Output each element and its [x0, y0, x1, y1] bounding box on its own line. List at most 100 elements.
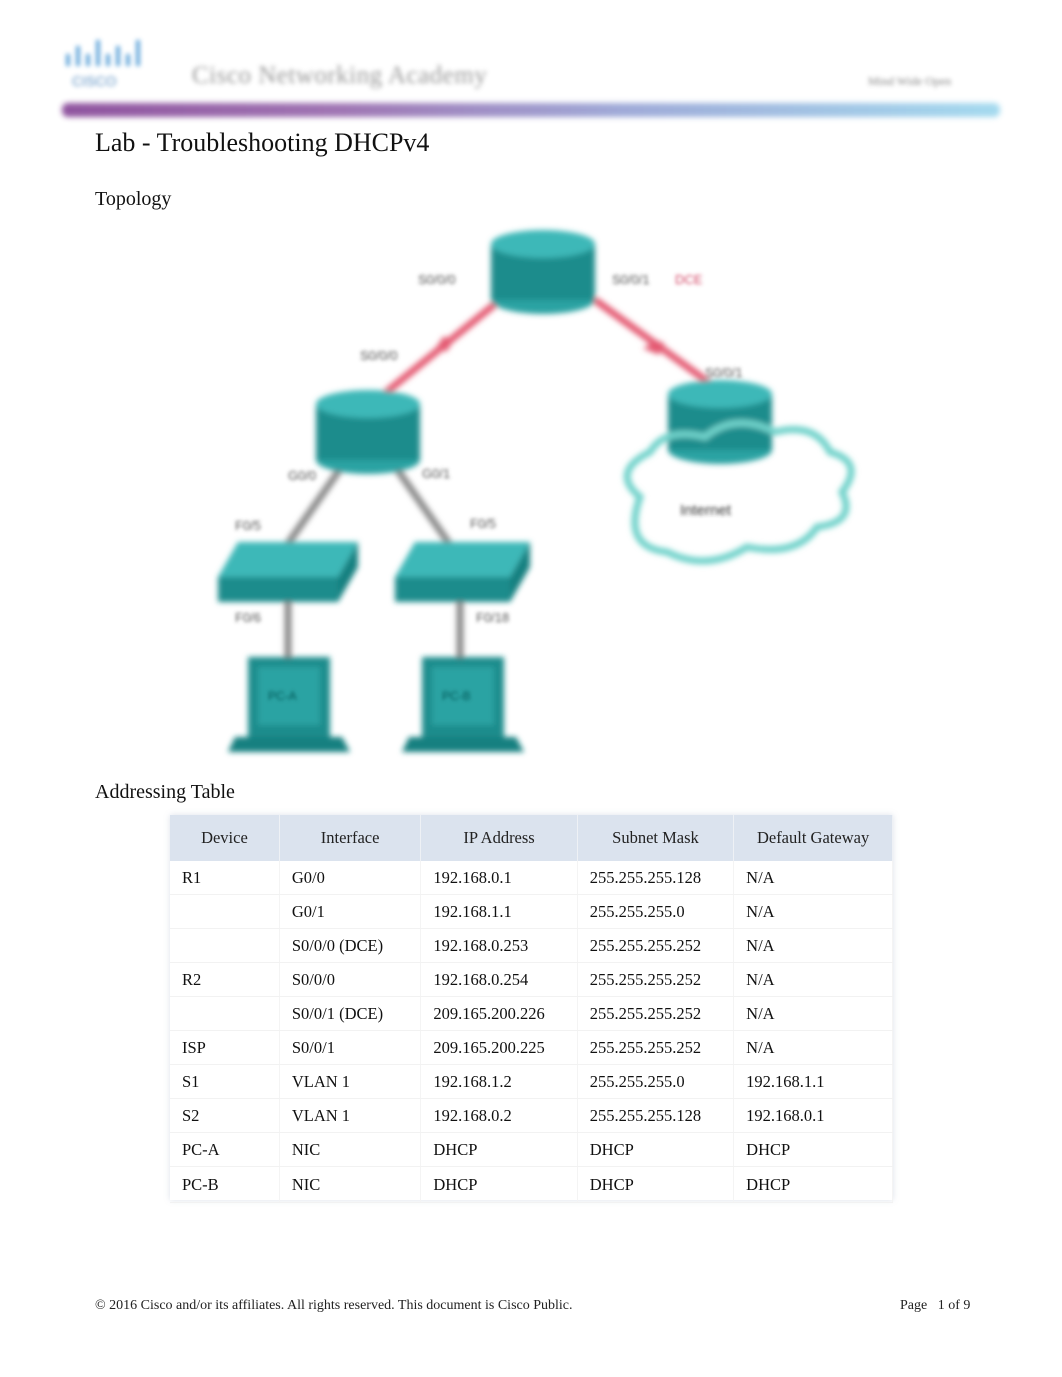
label-s2-f018: F0/18 [476, 610, 509, 625]
cell-subnet-mask: 255.255.255.0 [577, 1064, 735, 1099]
cell-default-gateway: 192.168.0.1 [733, 1098, 893, 1133]
label-s1-f05: F0/5 [235, 518, 261, 533]
cell-subnet-mask: 255.255.255.128 [577, 1098, 735, 1133]
footer-copyright: © 2016 Cisco and/or its affiliates. All … [95, 1298, 573, 1313]
cell-interface: NIC [279, 1132, 422, 1167]
cell-subnet-mask: 255.255.255.252 [577, 1030, 735, 1065]
cell-interface: G0/0 [279, 861, 422, 895]
cell-default-gateway: N/A [733, 894, 893, 929]
footer-page-number: Page 1 of 9 [900, 1298, 971, 1313]
cell-interface: G0/1 [279, 894, 422, 929]
topology-diagram: S0/0/0 S0/0/1 DCE S0/0/0 S0/0/1 G0/0 G0/… [218, 230, 855, 752]
cell-subnet-mask: 255.255.255.252 [577, 928, 735, 963]
cell-ip-address: DHCP [420, 1166, 578, 1203]
table-row: R2 S0/0/0 192.168.0.254 255.255.255.252 … [170, 962, 893, 997]
cell-ip-address: 209.165.200.226 [420, 996, 578, 1031]
table-header-row: Device Interface IP Address Subnet Mask … [170, 815, 893, 861]
internet-cloud-icon [623, 419, 855, 565]
cell-ip-address: 192.168.1.2 [420, 1064, 578, 1099]
label-isp-s001: S0/0/1 [705, 365, 743, 380]
switch-s2-icon [395, 542, 530, 602]
cell-default-gateway: DHCP [733, 1166, 893, 1203]
addressing-table: Device Interface IP Address Subnet Mask … [170, 815, 893, 1203]
label-s1-f06: F0/6 [235, 610, 261, 625]
cell-subnet-mask: 255.255.255.0 [577, 894, 735, 929]
table-row: S0/0/1 (DCE) 209.165.200.226 255.255.255… [170, 996, 893, 1031]
cell-ip-address: 192.168.0.253 [420, 928, 578, 963]
label-r2-s001-dce: DCE [675, 272, 703, 287]
cell-default-gateway: 192.168.1.1 [733, 1064, 893, 1099]
topology-heading: Topology [95, 188, 172, 210]
cell-device: PC-B [170, 1166, 280, 1203]
serial-link-r1-r2 [365, 297, 503, 410]
cell-default-gateway: N/A [733, 962, 893, 997]
brand-text: Cisco Networking Academy [192, 62, 488, 89]
router-isp-icon [668, 380, 772, 464]
cisco-logo-icon: CISCO [66, 40, 140, 89]
cell-subnet-mask: DHCP [577, 1166, 735, 1203]
column-header-default-gateway: Default Gateway [733, 815, 893, 861]
router-r1-icon [316, 390, 420, 474]
cell-device: R2 [170, 962, 280, 997]
cell-interface: VLAN 1 [279, 1098, 422, 1133]
cell-default-gateway: N/A [733, 928, 893, 963]
table-row: ISP S0/0/1 209.165.200.225 255.255.255.2… [170, 1030, 893, 1065]
table-row: PC-B NIC DHCP DHCP DHCP [170, 1166, 893, 1203]
label-s2-f05: F0/5 [470, 516, 496, 531]
table-row: S1 VLAN 1 192.168.1.2 255.255.255.0 192.… [170, 1064, 893, 1099]
tagline-text: Mind Wide Open [868, 74, 952, 88]
cell-interface: NIC [279, 1166, 422, 1203]
ethernet-link-r1-s1 [279, 459, 348, 555]
cell-interface: S0/0/1 (DCE) [279, 996, 422, 1031]
page-header: CISCO Cisco Networking Academy Mind Wide… [0, 0, 1062, 125]
table-row: PC-A NIC DHCP DHCP DHCP [170, 1132, 893, 1167]
cell-device [170, 996, 280, 1031]
page-title: Lab - Troubleshooting DHCPv4 [95, 128, 430, 157]
cell-subnet-mask: 255.255.255.128 [577, 861, 735, 895]
cell-default-gateway: N/A [733, 1030, 893, 1065]
label-r2-s000: S0/0/0 [418, 272, 456, 287]
router-r2-icon [491, 230, 595, 314]
svg-text:CISCO: CISCO [72, 73, 116, 89]
switch-s1-icon [218, 542, 358, 602]
cell-interface: S0/0/0 [279, 962, 422, 997]
column-header-subnet-mask: Subnet Mask [577, 815, 735, 861]
cell-ip-address: 192.168.0.254 [420, 962, 578, 997]
cell-interface: VLAN 1 [279, 1064, 422, 1099]
table-row: S2 VLAN 1 192.168.0.2 255.255.255.128 19… [170, 1098, 893, 1133]
cell-subnet-mask: 255.255.255.252 [577, 996, 735, 1031]
cell-ip-address: 209.165.200.225 [420, 1030, 578, 1065]
pc-a-icon [228, 657, 350, 752]
label-r2-s001: S0/0/1 [612, 272, 650, 287]
cell-interface: S0/0/1 [279, 1030, 422, 1065]
cell-default-gateway: DHCP [733, 1132, 893, 1167]
column-header-ip-address: IP Address [420, 815, 578, 861]
cell-device [170, 894, 280, 929]
cell-ip-address: 192.168.0.1 [420, 861, 578, 895]
cell-default-gateway: N/A [733, 996, 893, 1031]
cell-subnet-mask: 255.255.255.252 [577, 962, 735, 997]
cell-subnet-mask: DHCP [577, 1132, 735, 1167]
cell-ip-address: 192.168.1.1 [420, 894, 578, 929]
cell-device: S2 [170, 1098, 280, 1133]
column-header-interface: Interface [279, 815, 422, 861]
label-r1-s000: S0/0/0 [360, 348, 398, 363]
cell-device [170, 928, 280, 963]
cell-device: R1 [170, 861, 280, 895]
label-r1-g00: G0/0 [288, 468, 316, 483]
label-r1-g01: G0/1 [422, 466, 450, 481]
table-row: R1 G0/0 192.168.0.1 255.255.255.128 N/A [170, 861, 893, 895]
pc-b-icon [402, 657, 524, 752]
label-internet: Internet [680, 502, 732, 519]
cell-device: ISP [170, 1030, 280, 1065]
label-pc-b: PC-B [442, 689, 471, 703]
cell-default-gateway: N/A [733, 861, 893, 895]
cell-device: PC-A [170, 1132, 280, 1167]
cell-interface: S0/0/0 (DCE) [279, 928, 422, 963]
table-row: G0/1 192.168.1.1 255.255.255.0 N/A [170, 894, 893, 929]
cell-device: S1 [170, 1064, 280, 1099]
addressing-table-container: Device Interface IP Address Subnet Mask … [170, 815, 893, 1203]
table-row: S0/0/0 (DCE) 192.168.0.253 255.255.255.2… [170, 928, 893, 963]
ethernet-link-r1-s2 [389, 459, 458, 555]
header-gradient-bar [62, 103, 1000, 117]
